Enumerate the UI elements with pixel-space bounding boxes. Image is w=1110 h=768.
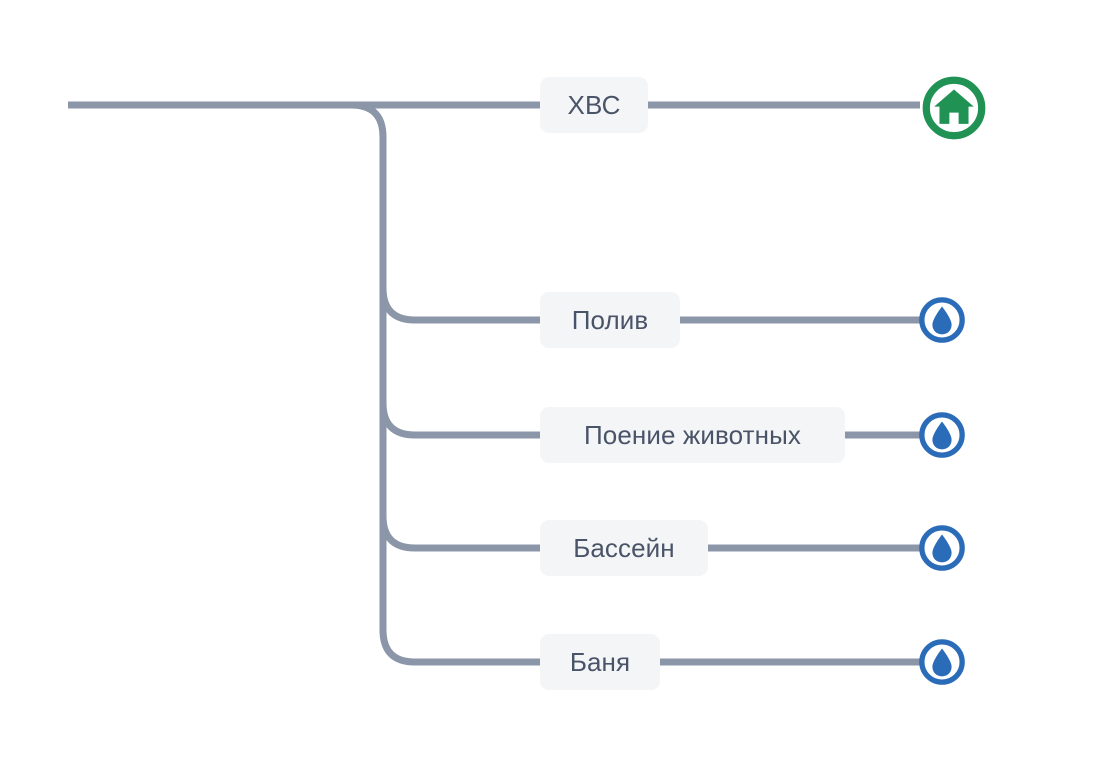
water-drop-icon[interactable] [918, 296, 966, 344]
branch-line [379, 515, 540, 552]
icon-ring [919, 525, 965, 571]
droplet-glyph [932, 534, 952, 563]
droplet-glyph [932, 306, 952, 335]
branch-line [379, 402, 540, 439]
node-label: ХВС [567, 90, 621, 120]
water-drop-icon[interactable] [918, 411, 966, 459]
droplet-glyph [932, 648, 952, 677]
water-drop-icon[interactable] [918, 524, 966, 572]
node-hvs[interactable]: ХВС [540, 77, 648, 133]
node-label: Полив [571, 305, 649, 335]
home-icon[interactable] [921, 75, 987, 141]
icon-ring [919, 297, 965, 343]
node-poliv[interactable]: Полив [540, 292, 680, 348]
water-drop-icon[interactable] [918, 638, 966, 686]
droplet-glyph [932, 421, 952, 450]
branch-line [379, 287, 540, 324]
branch-line [379, 629, 540, 666]
node-banya[interactable]: Баня [540, 634, 660, 690]
node-poenie-zhivotnyh[interactable]: Поение животных [540, 407, 845, 463]
trunk-line [68, 101, 387, 630]
icon-ring [919, 639, 965, 685]
node-label: Поение животных [584, 420, 801, 450]
icon-ring [919, 412, 965, 458]
house-glyph [934, 89, 974, 124]
node-label: Бассейн [573, 533, 675, 563]
icon-ring [922, 76, 986, 140]
node-label: Баня [569, 647, 631, 677]
node-bassein[interactable]: Бассейн [540, 520, 708, 576]
